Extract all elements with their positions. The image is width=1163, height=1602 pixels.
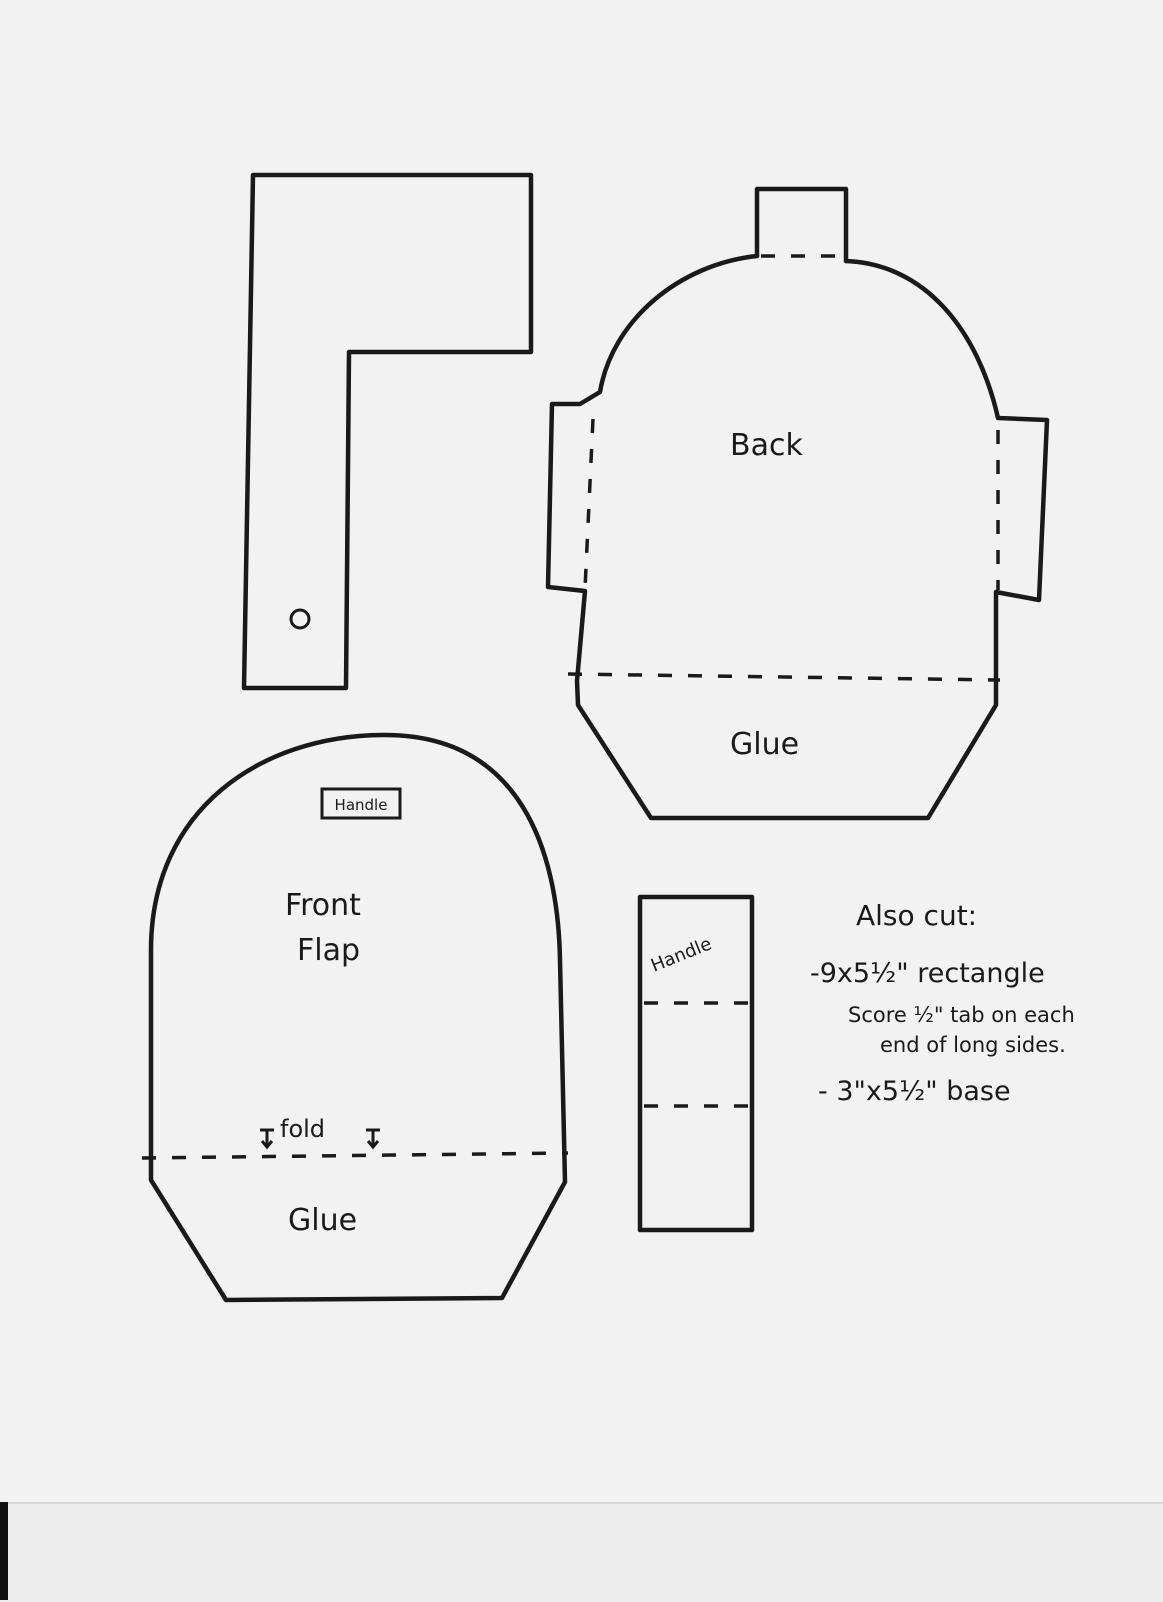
notes-score-cont: end of long sides. bbox=[880, 1033, 1066, 1057]
fold-label: fold bbox=[280, 1115, 325, 1143]
fold-arrow-left-icon bbox=[260, 1128, 274, 1150]
handle-strip-label: Handle bbox=[648, 933, 715, 976]
front-flap-piece: Handle Front Flap fold Glue bbox=[141, 732, 569, 1303]
notes-heading: Also cut: bbox=[856, 899, 977, 932]
flap-label: Flap bbox=[297, 933, 360, 968]
notes-rectangle: -9x5½" rectangle bbox=[810, 958, 1045, 989]
also-cut-notes: Also cut: -9x5½" rectangle Score ½" tab … bbox=[810, 899, 1075, 1107]
handle-strip-piece: Handle bbox=[637, 894, 755, 1233]
fold-arrow-right-icon bbox=[366, 1128, 380, 1150]
scanner-edge bbox=[0, 1502, 8, 1600]
cutout-template-drawing: Back Glue Handle Front Flap fold Glue Ha… bbox=[141, 172, 1075, 1303]
l-shaped-piece bbox=[241, 172, 534, 691]
back-piece: Back Glue bbox=[545, 186, 1050, 821]
back-glue-label: Glue bbox=[730, 727, 799, 762]
scanner-bed-strip bbox=[0, 1502, 1163, 1602]
handle-slot-marker bbox=[320, 787, 402, 820]
front-label: Front bbox=[285, 888, 361, 923]
handle-slot-label: Handle bbox=[335, 796, 388, 814]
back-label: Back bbox=[730, 428, 803, 463]
punch-hole-icon bbox=[289, 608, 311, 630]
front-glue-label: Glue bbox=[288, 1203, 357, 1238]
notes-base: - 3"x5½" base bbox=[818, 1076, 1011, 1107]
notes-score: Score ½" tab on each bbox=[848, 1003, 1075, 1027]
